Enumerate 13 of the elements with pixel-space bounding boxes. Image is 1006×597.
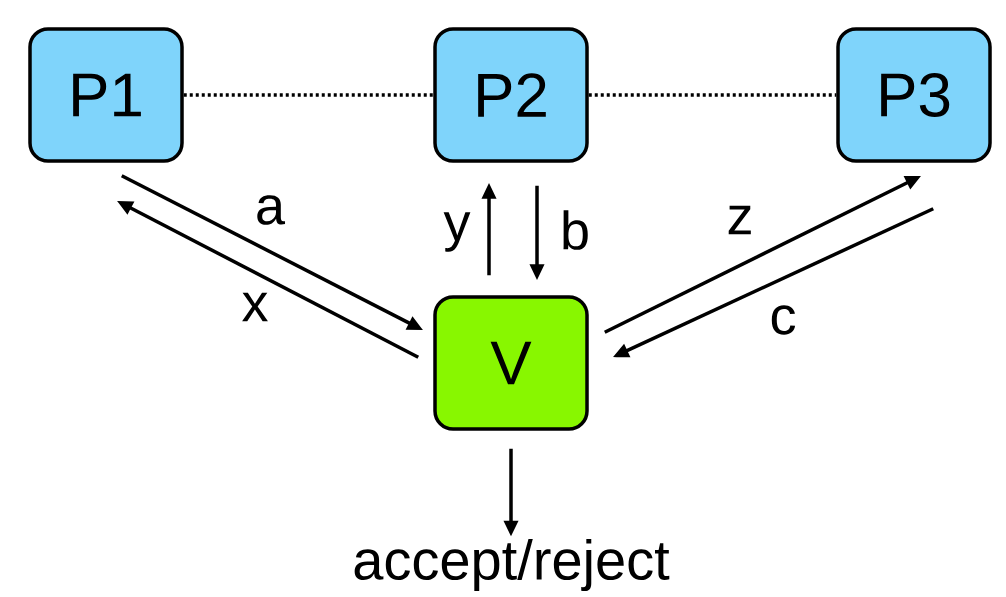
edge-label: z — [725, 204, 755, 236]
process-box: P2 — [433, 27, 589, 163]
process-box: P1 — [28, 27, 184, 163]
edge-label: a — [254, 194, 286, 226]
output-label: accept/reject — [354, 538, 670, 592]
edge-label: x — [240, 291, 270, 323]
edge-label: b — [559, 209, 592, 251]
process-box: V — [433, 295, 589, 431]
dotted-line — [588, 93, 837, 97]
process-box: P3 — [836, 27, 992, 163]
dotted-line — [183, 93, 434, 97]
edge-label: y — [442, 211, 472, 253]
edge-label: c — [768, 304, 798, 336]
